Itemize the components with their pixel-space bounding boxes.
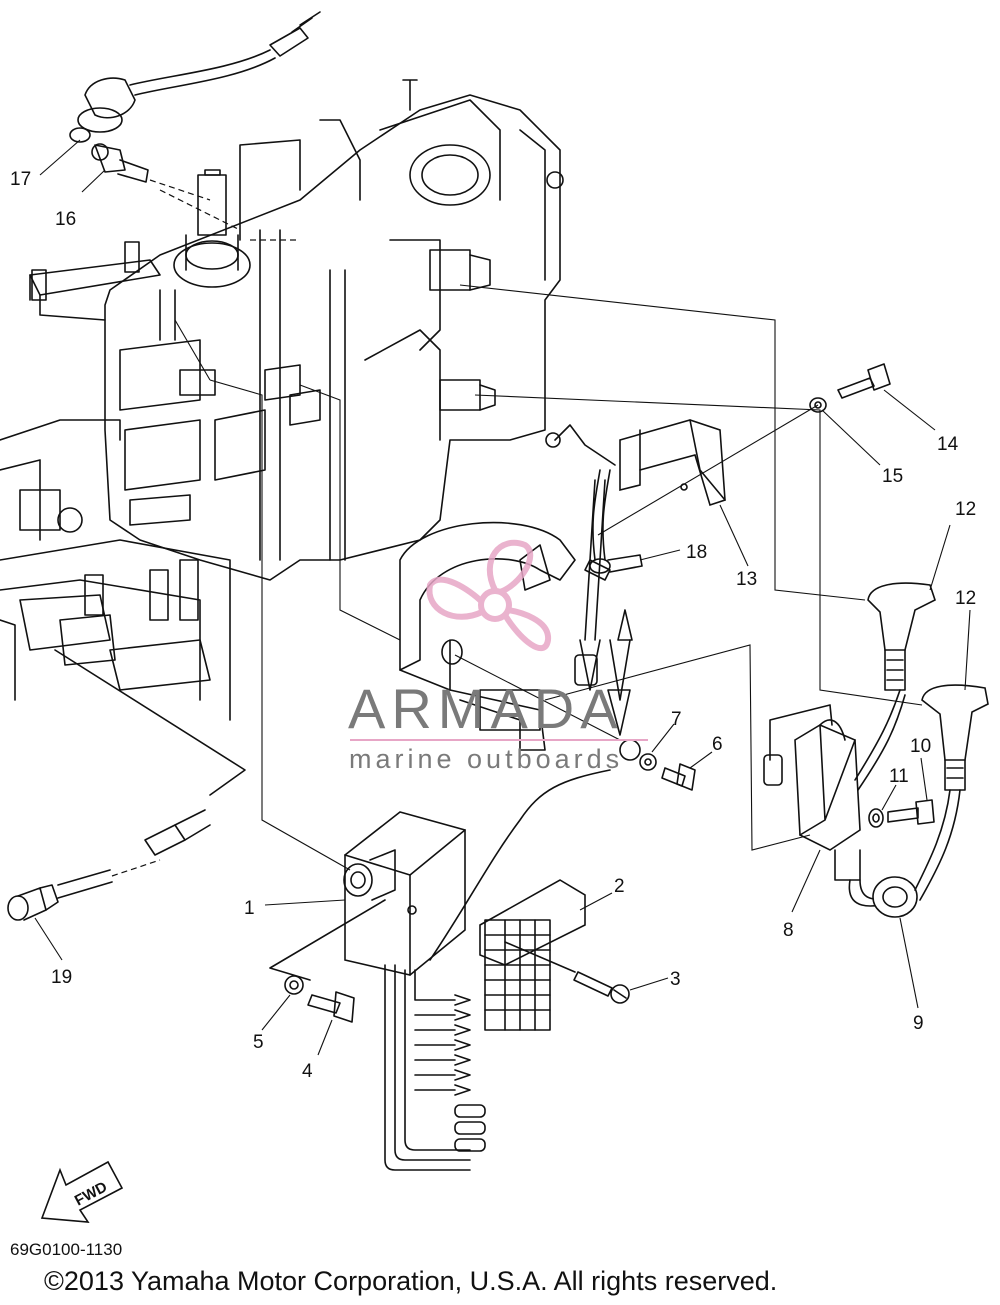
part-3-screw bbox=[504, 941, 630, 1004]
part-2-rectifier bbox=[479, 879, 586, 1031]
part-1-cdi-unit bbox=[343, 769, 611, 1171]
propeller-logo-icon bbox=[426, 539, 551, 652]
engine-block-illustration bbox=[29, 79, 564, 581]
callout-1: 1 bbox=[244, 898, 255, 919]
part-12-plug-cap-upper bbox=[867, 582, 936, 691]
callout-8: 8 bbox=[783, 920, 794, 941]
lower-chassis-illustration bbox=[0, 419, 231, 721]
part-18-clamp bbox=[589, 554, 643, 574]
callout-2: 2 bbox=[614, 876, 625, 897]
callout-6: 6 bbox=[712, 734, 723, 755]
callout-12-lower: 12 bbox=[955, 588, 976, 609]
watermark-subtitle: marine outboards bbox=[349, 744, 623, 774]
copyright-notice: ©2013 Yamaha Motor Corporation, U.S.A. A… bbox=[44, 1266, 777, 1296]
fwd-arrow-icon: FWD bbox=[40, 1160, 124, 1223]
part-15-washer bbox=[809, 397, 827, 413]
part-5-washer bbox=[269, 899, 386, 995]
part-13-bracket bbox=[545, 419, 726, 561]
part-17-cap-wire bbox=[69, 11, 321, 143]
callout-leaders bbox=[34, 139, 971, 1056]
part-12-plug-cap-lower bbox=[921, 684, 989, 791]
callout-13: 13 bbox=[736, 569, 757, 590]
part-9-grommet bbox=[872, 789, 961, 918]
part-7-washer bbox=[619, 739, 657, 771]
part-10-bolt bbox=[887, 799, 935, 825]
callout-5: 5 bbox=[253, 1032, 264, 1053]
part-19-sensor bbox=[7, 649, 246, 921]
part-8-ignition-coil bbox=[763, 689, 906, 907]
callout-10: 10 bbox=[910, 736, 931, 757]
part-11-washer bbox=[868, 808, 884, 828]
callout-7: 7 bbox=[671, 709, 682, 730]
callout-3: 3 bbox=[670, 969, 681, 990]
callout-16: 16 bbox=[55, 209, 76, 230]
part-14-bolt bbox=[837, 363, 891, 399]
callout-12-upper: 12 bbox=[955, 499, 976, 520]
part-16-sensor bbox=[91, 143, 211, 201]
callout-9: 9 bbox=[913, 1013, 924, 1034]
part-4-bolt bbox=[307, 991, 355, 1023]
callout-19: 19 bbox=[51, 967, 72, 988]
callout-14: 14 bbox=[937, 434, 959, 455]
armada-watermark: ARMADA marine outboards bbox=[348, 539, 648, 774]
callout-4: 4 bbox=[302, 1061, 313, 1082]
callout-15: 15 bbox=[882, 466, 903, 487]
diagram-code: 69G0100-1130 bbox=[10, 1240, 122, 1259]
watermark-title: ARMADA bbox=[348, 677, 624, 740]
callout-11: 11 bbox=[889, 766, 909, 787]
connector-lines bbox=[174, 284, 923, 871]
callout-17: 17 bbox=[10, 169, 31, 190]
callout-18: 18 bbox=[686, 542, 707, 563]
callout-numbers: 1 2 3 4 5 6 7 8 9 10 11 12 12 13 14 15 1… bbox=[10, 169, 976, 1082]
